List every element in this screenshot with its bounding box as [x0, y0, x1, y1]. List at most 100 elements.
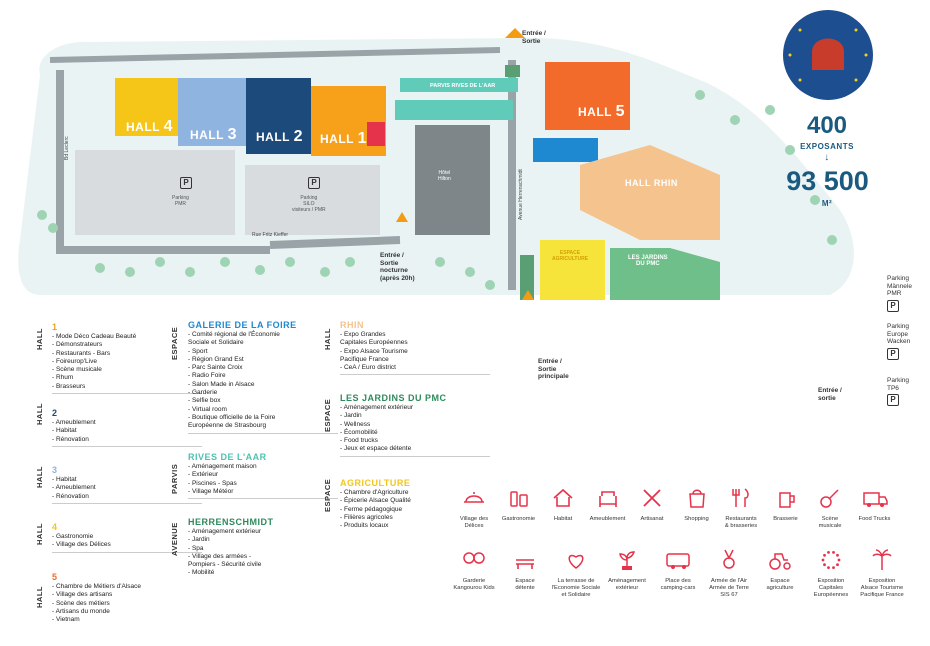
- legend-item-tools: Artisanat: [622, 484, 682, 523]
- parking-pmr-lot: [75, 150, 235, 235]
- rhin-section: RHIN - Expo Grandes Capitales Européenne…: [340, 320, 490, 378]
- legend-label: Artisanat: [640, 516, 664, 522]
- legend-label: Ameublement: [589, 516, 626, 522]
- galerie-side: ESPACE: [170, 326, 179, 360]
- legend-item-guitar: Scène musicale: [800, 484, 860, 530]
- legend-label: Espace agriculture: [766, 578, 794, 591]
- parvis-strip: [400, 78, 518, 92]
- palm-icon: [872, 549, 892, 570]
- herrenschmidt-map-label: Avenue Herrenschmidt: [518, 169, 524, 220]
- rives-section: RIVES DE L'AAR - Aménagement maison- Ext…: [188, 452, 338, 502]
- legend-label: Gastronomie: [501, 516, 536, 522]
- cutlery-icon: [732, 488, 749, 507]
- arrow-top-entry: [505, 28, 525, 38]
- hall1-items: - Mode Déco Cadeau Beauté- Démonstrateur…: [52, 333, 137, 390]
- entry-top: Entrée / Sortie: [522, 30, 546, 45]
- rhin-side: HALL: [323, 328, 332, 350]
- beer-icon: [778, 492, 795, 508]
- legend-item-house: Habitat: [533, 484, 593, 523]
- legend-item-bench: Espace détente: [495, 546, 555, 592]
- area-value: 93 500: [786, 166, 869, 196]
- bd-leclerc-label: Bd Leclerc: [64, 136, 70, 160]
- agri-section: AGRICULTURE - Chambre d'Agriculture- Épi…: [340, 478, 411, 530]
- parking-tp6-icon: P: [887, 394, 899, 406]
- legend-item-bag: Shopping: [667, 484, 727, 523]
- jardins-side: ESPACE: [323, 398, 332, 432]
- heart-hands-icon: [568, 554, 584, 569]
- tools-icon: [643, 489, 661, 507]
- parking-silo-marker: P: [308, 177, 320, 189]
- road-vertical-green: [505, 65, 520, 77]
- road-rue-fritz: [269, 236, 401, 249]
- hall-5-block: [545, 62, 630, 130]
- tractor-icon: [769, 553, 791, 570]
- legend-item-cloche: Village des Délices: [444, 484, 504, 530]
- mascot-hair: [812, 38, 844, 70]
- rives-side: PARVIS: [170, 463, 179, 494]
- hall-4-block: [115, 78, 180, 136]
- legend-label: Habitat: [553, 516, 573, 522]
- road-bd-leclerc: [56, 70, 270, 254]
- hall-rhin-block: [580, 145, 720, 240]
- legend-label: Armée de l'Air Armée de Terre SIS 67: [709, 578, 749, 598]
- entry-night: Entrée / Sortie nocturne (après 20h): [380, 252, 415, 282]
- legend-item-tractor: Espace agriculture: [750, 546, 810, 592]
- hall3-side: HALL: [35, 466, 44, 488]
- arrow-night-entry: [396, 212, 408, 222]
- herren-side: AVENUE: [170, 522, 179, 556]
- legend-item-medal: Armée de l'Air Armée de Terre SIS 67: [699, 546, 759, 599]
- hall-1-red: [367, 122, 385, 146]
- entry-main: Entrée / Sortie principale: [538, 358, 569, 380]
- legend-item-stars: Exposition Capitales Européennes: [801, 546, 861, 599]
- legend-label: Shopping: [684, 516, 709, 522]
- plant-icon: [619, 551, 636, 570]
- hall2-side: HALL: [35, 403, 44, 425]
- hall2-section: 2 - Ameublement- Habitat- Rénovation: [52, 408, 202, 450]
- parking-pmr-marker: P: [180, 177, 192, 189]
- legend-label: Scène musicale: [818, 516, 842, 529]
- cloche-icon: [464, 492, 484, 503]
- exhibitors-count: 400: [806, 112, 848, 139]
- legend-item-bottles: Gastronomie: [489, 484, 549, 523]
- legend-item-kids: Garderie Kangourou Kids: [444, 546, 504, 592]
- bag-icon: [688, 489, 705, 508]
- house-icon: [553, 488, 573, 507]
- legend-item-palm: Exposition Alsace Tourisme Pacifique Fra…: [852, 546, 912, 599]
- agri-side: ESPACE: [323, 478, 332, 512]
- hall-4-label: HALL 4: [126, 118, 174, 135]
- bench-icon: [516, 559, 534, 569]
- parking-europe-icon: P: [887, 347, 899, 360]
- parvis-strip-2: [395, 100, 513, 120]
- hall-2-block: [246, 78, 311, 154]
- mascot-stars: [788, 28, 868, 82]
- medal-icon: [723, 549, 735, 569]
- hall-1-label: HALL 1: [320, 130, 368, 147]
- road-outer: [49, 47, 501, 63]
- hall5-section: 5 - Chambre de Métiers d'Alsace- Village…: [52, 572, 142, 624]
- kids-icon: [463, 552, 485, 564]
- legend-label: Espace détente: [515, 578, 535, 591]
- hall-rhin-label: HALL RHIN: [625, 178, 678, 188]
- guitar-icon: [820, 489, 839, 508]
- hall1-section: 1 - Mode Déco Cadeau Beauté- Démonstrate…: [52, 322, 202, 397]
- exhibitors-label: EXPOSANTS: [800, 142, 854, 151]
- hall-5-label: HALL 5: [578, 103, 626, 120]
- entry-right: Entrée / sortie: [818, 387, 842, 402]
- herren-section: HERRENSCHMIDT - Aménagement extérieur- J…: [188, 517, 274, 577]
- armchair-icon: [598, 491, 617, 507]
- legend-label: Garderie Kangourou Kids: [453, 578, 495, 591]
- hall-3-block: [178, 78, 246, 146]
- galerie-section: GALERIE DE LA FOIRE - Comité régional de…: [188, 320, 338, 437]
- legend-item-camper: Place des camping-cars: [648, 546, 708, 592]
- stars-icon: [821, 551, 841, 569]
- jardins-block: [610, 248, 720, 300]
- hilton-label: Hôtel Hilton: [438, 170, 451, 182]
- legend-label: Village des Délices: [459, 516, 489, 529]
- legend-item-cutlery: Restaurants & brasseries: [711, 484, 771, 530]
- legend-label: Exposition Capitales Européennes: [813, 578, 849, 598]
- legend-label: Brasserie: [773, 516, 798, 522]
- legend-item-beer: Brasserie: [756, 484, 816, 523]
- legend-label: Place des camping-cars: [660, 578, 696, 591]
